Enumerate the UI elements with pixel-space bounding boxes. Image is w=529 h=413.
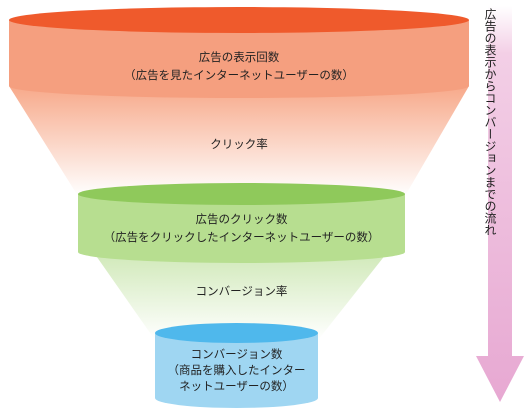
stage-1-subtitle: （広告を見たインターネットユーザーの数） (124, 68, 354, 82)
flow-label: 広告の表示からコンバージョンまでの流れ (483, 8, 497, 236)
stage-3-cylinder (155, 323, 318, 408)
flow-arrow-icon (476, 6, 524, 402)
rate-label-click: クリック率 (210, 137, 268, 151)
stage-3-subtitle: （商品を購入したインター ネットユーザーの数） (167, 363, 306, 393)
stage-1-cylinder (9, 7, 469, 98)
stage-2-subtitle: （広告をクリックしたインターネットユーザーの数） (103, 230, 380, 244)
stage-2-cylinder (78, 183, 405, 263)
stage-3-title: コンバージョン数 (190, 347, 283, 361)
stage-1-title: 広告の表示回数 (198, 50, 280, 64)
funnel-taper-1 (9, 86, 469, 196)
rate-label-conversion: コンバージョン率 (195, 284, 288, 298)
stage-2-title: 広告のクリック数 (195, 212, 288, 226)
